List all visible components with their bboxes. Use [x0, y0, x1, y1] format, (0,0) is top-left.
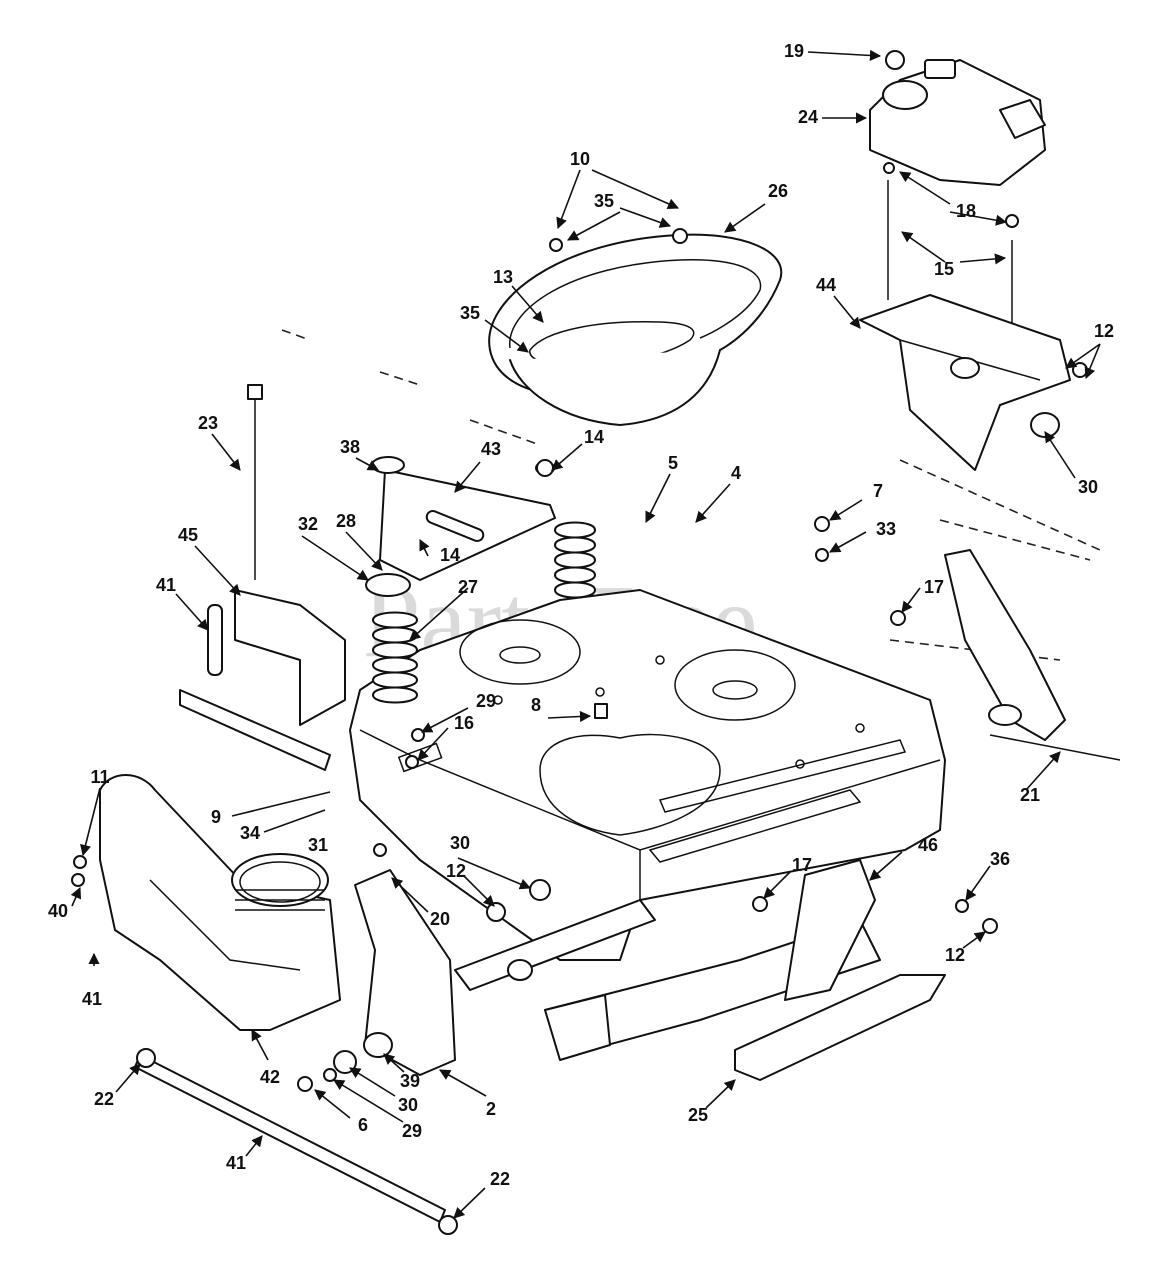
axle: [454, 899, 656, 991]
callouts: 19 24 10 26 35 18 15 13 35 44 12 30 23 3…: [48, 41, 1114, 1189]
callout-32: 32: [298, 514, 318, 534]
seat-bracket: [859, 294, 1071, 471]
callout-18: 18: [956, 201, 976, 221]
callout-5: 5: [668, 453, 678, 473]
main-frame: [349, 589, 946, 961]
callout-29: 29: [402, 1121, 422, 1141]
callout-30: 30: [450, 833, 470, 853]
lower-bracket: [354, 869, 456, 1076]
callout-35: 35: [594, 191, 614, 211]
callout-22: 22: [490, 1169, 510, 1189]
callout-15: 15: [934, 259, 954, 279]
callout-46: 46: [918, 835, 938, 855]
callout-26: 26: [768, 181, 788, 201]
callout-22: 22: [94, 1089, 114, 1109]
callout-11: 11: [90, 767, 109, 787]
callout-45: 45: [178, 525, 198, 545]
callout-20: 20: [430, 909, 450, 929]
callout-27: 27: [458, 577, 478, 597]
callout-6: 6: [358, 1115, 368, 1135]
callout-31: 31: [308, 835, 328, 855]
callout-17: 17: [924, 577, 944, 597]
callout-21: 21: [1020, 785, 1040, 805]
callout-40: 40: [48, 901, 68, 921]
callout-12: 12: [446, 861, 466, 881]
callout-38: 38: [340, 437, 360, 457]
callout-34: 34: [240, 823, 260, 843]
callout-42: 42: [260, 1067, 280, 1087]
callout-43: 43: [481, 439, 501, 459]
callout-12: 12: [945, 945, 965, 965]
callout-33: 33: [876, 519, 896, 539]
callout-28: 28: [336, 511, 356, 531]
callout-7: 7: [873, 481, 883, 501]
callout-44: 44: [816, 275, 836, 295]
springs: [372, 521, 596, 704]
callout-39: 39: [400, 1071, 420, 1091]
fuel-tank: [869, 59, 1046, 186]
callout-25: 25: [688, 1105, 708, 1125]
callout-30: 30: [1078, 477, 1098, 497]
callout-16: 16: [454, 713, 474, 733]
tie-rod: [134, 1048, 458, 1235]
guard: [734, 974, 946, 1081]
callout-13: 13: [493, 267, 513, 287]
hinge-bracket: [179, 384, 346, 771]
callout-29: 29: [476, 691, 496, 711]
callout-2: 2: [486, 1099, 496, 1119]
callout-23: 23: [198, 413, 218, 433]
callout-24: 24: [798, 107, 818, 127]
callout-17: 17: [792, 855, 812, 875]
rear-rail: [544, 859, 881, 1061]
callout-4: 4: [731, 463, 741, 483]
callout-41: 41: [82, 989, 102, 1009]
callout-14: 14: [584, 427, 604, 447]
callout-12: 12: [1094, 321, 1114, 341]
callout-30: 30: [398, 1095, 418, 1115]
callout-19: 19: [784, 41, 804, 61]
bagger-chute: [99, 774, 341, 1031]
right-bracket: [944, 549, 1121, 761]
callout-41: 41: [156, 575, 176, 595]
callout-10: 10: [570, 149, 590, 169]
callout-9: 9: [211, 807, 221, 827]
callout-8: 8: [531, 695, 541, 715]
callout-36: 36: [990, 849, 1010, 869]
seat: [488, 233, 783, 426]
callout-35: 35: [460, 303, 480, 323]
leader-lines: [70, 49, 1101, 1219]
callout-41: 41: [226, 1153, 246, 1173]
callout-14: 14: [440, 545, 460, 565]
